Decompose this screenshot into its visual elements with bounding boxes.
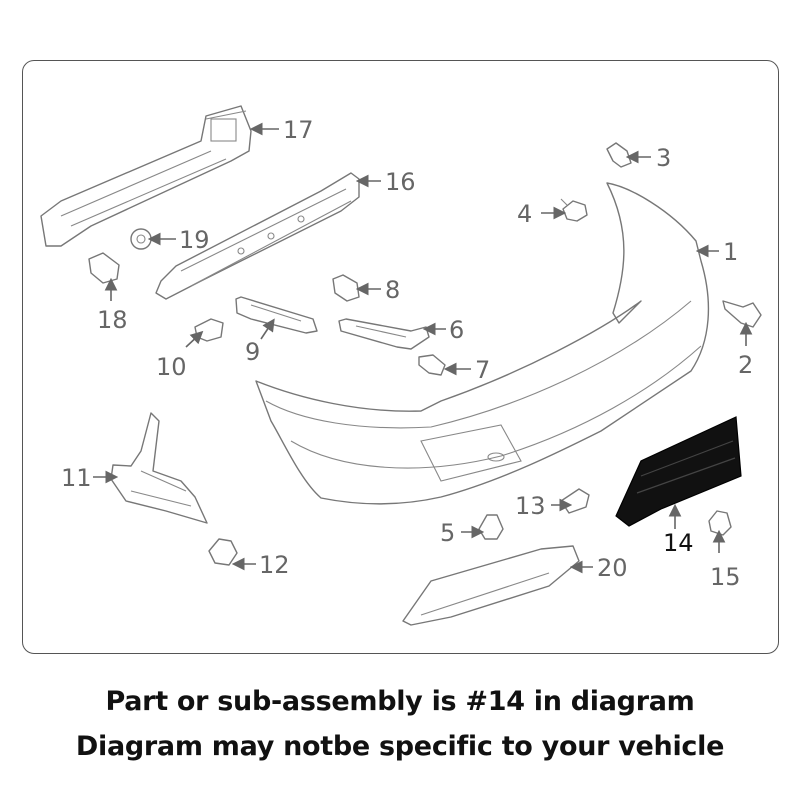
callout-4: 4 — [517, 200, 532, 228]
part-15-clip — [708, 510, 732, 536]
part-2-bolt — [722, 300, 762, 328]
callout-14: 14 — [663, 529, 694, 557]
callout-1: 1 — [723, 238, 738, 266]
part-20-reflector — [402, 545, 580, 626]
part-4-screw — [560, 198, 588, 222]
caption-disclaimer: Diagram may notbe specific to your vehic… — [75, 731, 725, 762]
parts-diagram: 17 16 19 18 3 4 1 2 8 9 10 6 7 11 12 13 … — [40, 105, 762, 626]
callout-8: 8 — [385, 276, 400, 304]
callout-7: 7 — [475, 356, 490, 384]
callout-12: 12 — [259, 551, 290, 579]
part-5-clip — [478, 514, 504, 540]
callout-11: 11 — [61, 464, 92, 492]
part-3-clip — [606, 142, 632, 168]
part-19-nut — [130, 228, 152, 250]
callout-9: 9 — [245, 338, 260, 366]
part-7-screw — [418, 354, 446, 376]
callout-3: 3 — [656, 144, 671, 172]
callout-19: 19 — [179, 226, 210, 254]
part-9-bracket — [235, 296, 318, 334]
callout-5: 5 — [440, 519, 455, 547]
part-16-energy-absorber — [155, 172, 360, 300]
part-10-screw — [194, 318, 224, 342]
callout-2: 2 — [738, 351, 753, 379]
part-6-bracket — [338, 318, 430, 350]
callout-6: 6 — [449, 316, 464, 344]
callout-20: 20 — [597, 554, 628, 582]
part-18-bolt — [88, 252, 120, 284]
part-8-clip — [332, 274, 360, 302]
diagram-frame: 17 16 19 18 3 4 1 2 8 9 10 6 7 11 12 13 … — [22, 60, 779, 654]
caption-part-number: Part or sub-assembly is #14 in diagram — [105, 686, 695, 717]
callout-15: 15 — [710, 563, 741, 591]
callout-10: 10 — [156, 353, 187, 381]
part-14-highlighted-cover — [615, 416, 742, 527]
callout-13: 13 — [515, 492, 546, 520]
callout-16: 16 — [385, 168, 416, 196]
part-12-clip — [208, 538, 238, 566]
callout-17: 17 — [283, 116, 314, 144]
part-17-bumper-reinforcement — [40, 105, 252, 247]
part-13-cap — [560, 488, 590, 514]
part-1-bumper-cover — [255, 182, 710, 505]
part-11-side-bracket — [110, 412, 208, 524]
callout-18: 18 — [97, 306, 128, 334]
leader-lines — [93, 122, 753, 574]
